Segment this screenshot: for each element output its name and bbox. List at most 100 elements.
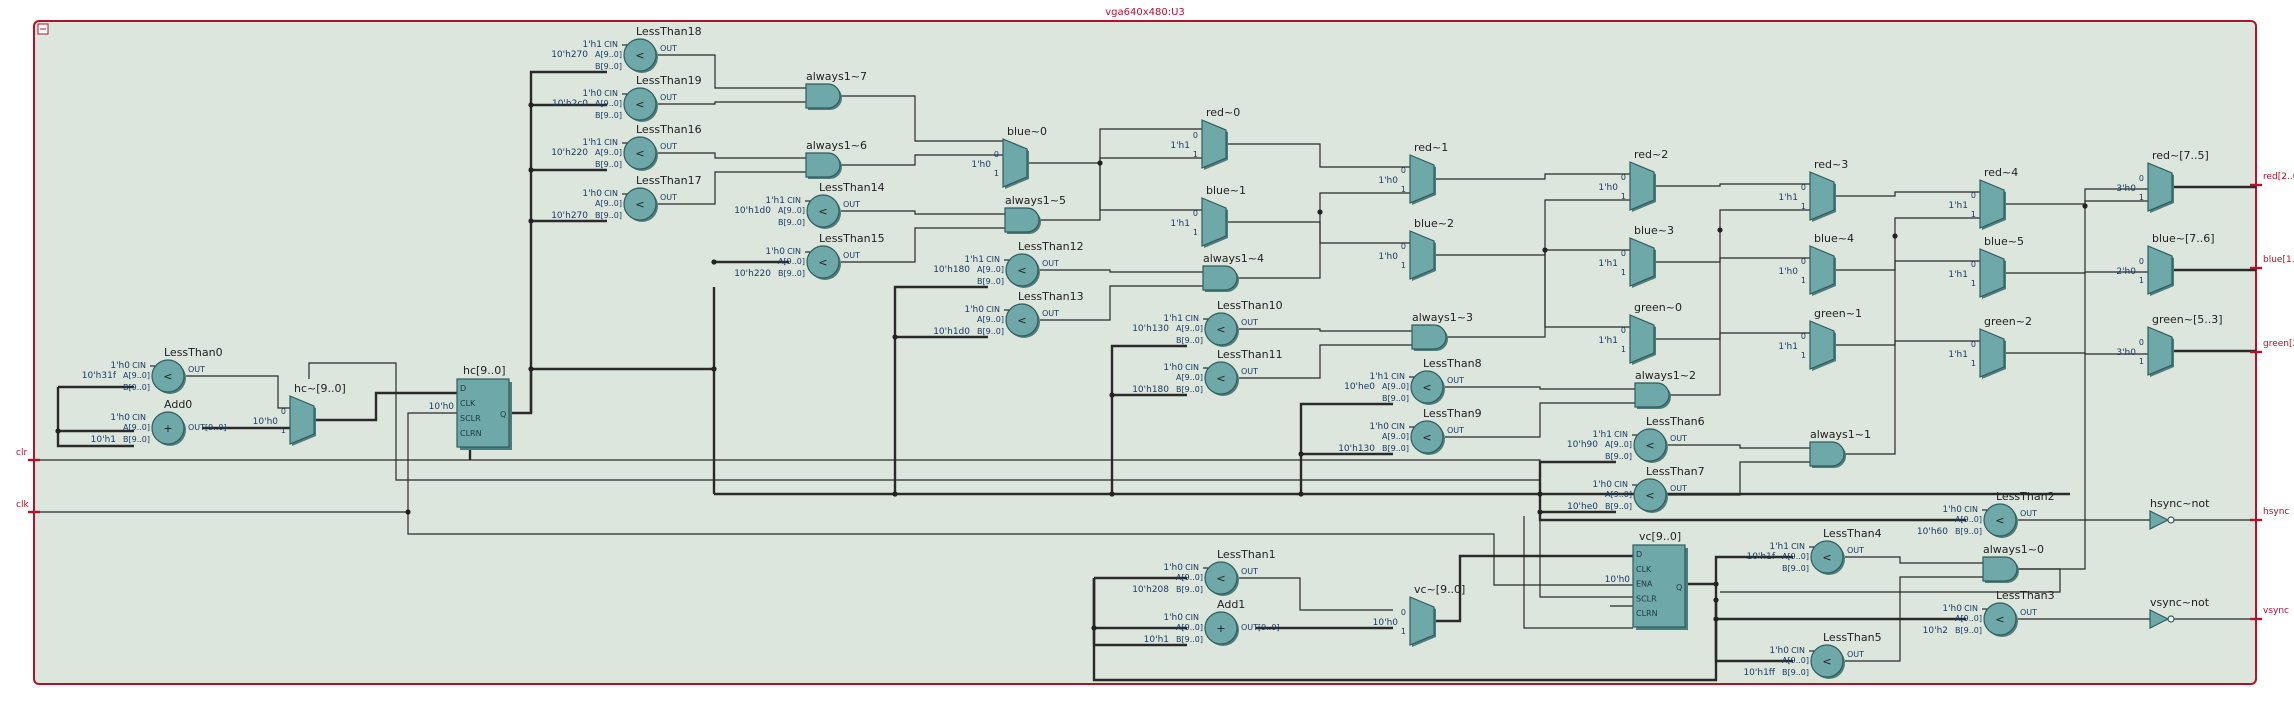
comparator-body[interactable] [623, 187, 657, 221]
comparator-body[interactable] [806, 245, 840, 279]
gate-body[interactable] [1411, 324, 1447, 350]
mux-body[interactable] [1629, 161, 1655, 211]
comparator-lessthan0[interactable]: <LessThan0CIN1'h0A[9..0]B[9..0]10'h31fOU… [82, 346, 223, 394]
and-gate-always1-5[interactable]: always1~5 [1004, 194, 1066, 234]
comparator-lessthan5[interactable]: <LessThan5CIN1'h0A[9..0]B[9..0]10'h1ffOU… [1743, 631, 1882, 679]
output-port-blue-1[interactable]: blue[1.. [2250, 255, 2294, 270]
comparator-body[interactable] [1410, 370, 1444, 404]
inverter-vsync-not[interactable]: vsync~not [2149, 596, 2210, 629]
mux-body[interactable] [1979, 248, 2005, 298]
comparator-body[interactable] [623, 38, 657, 72]
output-port-vsync[interactable]: vsync [2250, 606, 2289, 621]
mux-body[interactable] [2147, 326, 2173, 376]
comparator-body[interactable] [623, 136, 657, 170]
comparator-body[interactable] [1005, 253, 1039, 287]
mux-body[interactable] [2147, 245, 2173, 295]
mux-body[interactable] [1002, 138, 1028, 188]
inverter-hsync-not[interactable]: hsync~not [2149, 497, 2210, 530]
comparator-body[interactable] [623, 87, 657, 121]
and-gate-always1-4[interactable]: always1~4 [1202, 252, 1264, 292]
gate-body[interactable] [1004, 207, 1040, 233]
comparator-body[interactable] [1204, 361, 1238, 395]
comparator-body[interactable] [1005, 303, 1039, 337]
comparator-lessthan13[interactable]: <LessThan13CIN1'h0A[9..0]B[9..0]10'h1d0O… [933, 290, 1084, 338]
and-gate-always1-6[interactable]: always1~6 [805, 139, 867, 179]
gate-body[interactable] [1202, 265, 1238, 291]
comparator-lessthan10[interactable]: <LessThan10CIN1'h1A[9..0]B[9..0]10'h130O… [1132, 299, 1283, 347]
mux-body[interactable] [1809, 171, 1835, 221]
register-body[interactable] [456, 378, 510, 448]
mux-green-5-3[interactable]: green~[5..3]013'h0 [2116, 313, 2223, 377]
output-port-green-2[interactable]: green[2 [2250, 339, 2294, 354]
gate-body[interactable] [805, 83, 841, 109]
gate-body[interactable] [805, 152, 841, 178]
output-port-red-2-0[interactable]: red[2..0] [2250, 172, 2294, 187]
mux-body[interactable] [1979, 179, 2005, 229]
gate-body[interactable] [1809, 441, 1845, 467]
input-port-clk[interactable]: clk [16, 500, 40, 514]
comparator-body[interactable] [151, 359, 185, 393]
mux-body[interactable] [1409, 596, 1435, 646]
output-port-hsync[interactable]: hsync [2250, 507, 2289, 522]
collapse-icon[interactable] [37, 23, 49, 35]
mux-body[interactable] [2147, 162, 2173, 212]
adder-body[interactable] [1204, 611, 1238, 645]
mux-body[interactable] [1201, 119, 1227, 169]
mux-body[interactable] [289, 395, 315, 445]
comparator-lessthan17[interactable]: <LessThan17CIN1'h0A[9..0]B[9..0]10'h270O… [551, 174, 702, 222]
input-port-clr[interactable]: clr [16, 448, 40, 462]
and-gate-always1-2[interactable]: always1~2 [1634, 369, 1696, 409]
comparator-lessthan15[interactable]: <LessThan15CIN1'h0A[9..0]B[9..0]10'h220O… [734, 232, 885, 280]
and-gate-always1-3[interactable]: always1~3 [1411, 311, 1473, 351]
mux-body[interactable] [1409, 230, 1435, 280]
comparator-body[interactable] [1410, 420, 1444, 454]
comparator-lessthan1[interactable]: <LessThan1CIN1'h0A[9..0]B[9..0]10'h208OU… [1132, 548, 1276, 596]
gate-body[interactable] [1634, 382, 1670, 408]
comparator-lessthan11[interactable]: <LessThan11CIN1'h0A[9..0]B[9..0]10'h180O… [1132, 348, 1283, 396]
adder-body[interactable] [151, 411, 185, 445]
mux-red-7-5[interactable]: red~[7..5]013'h0 [2116, 149, 2209, 213]
comparator-body[interactable] [1633, 478, 1667, 512]
mux-body[interactable] [1629, 314, 1655, 364]
comparator-body[interactable] [1983, 503, 2017, 537]
comparator-lessthan9[interactable]: <LessThan9CIN1'h0A[9..0]B[9..0]10'h130OU… [1338, 407, 1482, 455]
comparator-body[interactable] [1983, 602, 2017, 636]
comparator-body[interactable] [1810, 540, 1844, 574]
register-body[interactable] [1632, 544, 1686, 628]
comparator-body[interactable] [806, 194, 840, 228]
mux-body[interactable] [1409, 154, 1435, 204]
mux-body[interactable] [1979, 328, 2005, 378]
mux-body[interactable] [1809, 320, 1835, 370]
comparator-body[interactable] [1633, 428, 1667, 462]
and-gate-always1-0[interactable]: always1~0 [1982, 543, 2044, 583]
comparator-lessthan16[interactable]: <LessThan16CIN1'h1A[9..0]B[9..0]10'h220O… [551, 123, 702, 171]
comparator-lessthan14[interactable]: <LessThan14CIN1'h1A[9..0]B[9..0]10'h1d0O… [734, 181, 885, 229]
inverter-body[interactable] [2149, 510, 2170, 530]
mux-body[interactable] [1629, 237, 1655, 287]
mux-body[interactable] [1809, 245, 1835, 295]
comparator-body[interactable] [1204, 312, 1238, 346]
comparator-body[interactable] [1810, 644, 1844, 678]
